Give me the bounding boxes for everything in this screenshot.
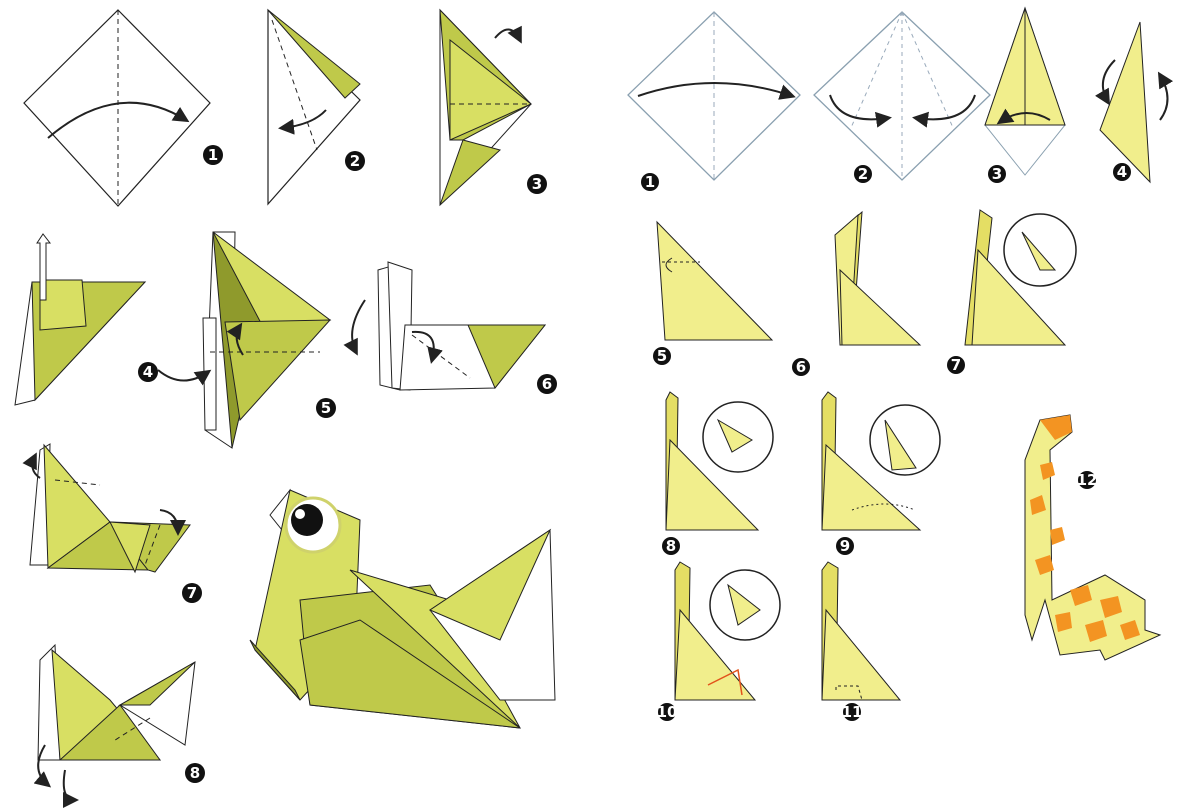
bird-step-1-figure — [24, 10, 210, 206]
svg-text:8: 8 — [190, 764, 200, 782]
bird-step-7-figure — [30, 444, 190, 572]
bird-step-8-figure — [38, 645, 195, 800]
giraffe-step-8-badge: 8 — [662, 537, 680, 555]
giraffe-step-6-figure — [835, 212, 920, 345]
svg-text:4: 4 — [143, 363, 153, 381]
bird-diagram: 1 2 3 — [0, 0, 600, 808]
svg-text:4: 4 — [1117, 163, 1127, 181]
svg-text:8: 8 — [666, 537, 676, 555]
svg-text:3: 3 — [532, 175, 542, 193]
giraffe-step-10-figure — [675, 562, 780, 700]
svg-text:10: 10 — [657, 703, 678, 721]
bird-step-3-figure — [440, 10, 531, 205]
bird-step-1-badge: 1 — [203, 145, 223, 165]
giraffe-step-1-figure — [628, 12, 800, 180]
bird-instructions-panel: 1 2 3 — [0, 0, 600, 808]
bird-step-4-pre-figure — [15, 234, 145, 405]
bird-step-6-badge: 6 — [537, 374, 557, 394]
bird-step-4-badge: 4 — [138, 362, 158, 382]
svg-text:1: 1 — [645, 173, 655, 191]
giraffe-step-7-badge: 7 — [947, 356, 965, 374]
giraffe-step-8-figure — [666, 392, 773, 530]
giraffe-step-4-figure — [1100, 22, 1168, 182]
bird-step-3-badge: 3 — [527, 174, 547, 194]
giraffe-step-3-figure — [985, 8, 1065, 175]
bird-step-8-badge: 8 — [185, 763, 205, 783]
svg-text:6: 6 — [796, 358, 806, 376]
svg-text:11: 11 — [842, 703, 863, 721]
finished-bird — [250, 490, 555, 728]
svg-text:5: 5 — [321, 399, 331, 417]
svg-text:2: 2 — [350, 152, 360, 170]
bird-step-2-figure — [268, 10, 360, 204]
bird-step-2-badge: 2 — [345, 151, 365, 171]
svg-text:2: 2 — [858, 165, 868, 183]
giraffe-step-4-badge: 4 — [1113, 163, 1131, 181]
giraffe-step-11-badge: 11 — [842, 703, 863, 721]
giraffe-step-9-badge: 9 — [836, 537, 854, 555]
svg-text:3: 3 — [992, 165, 1002, 183]
bird-step-6-figure — [352, 262, 545, 390]
giraffe-step-11-figure — [822, 562, 900, 700]
giraffe-step-1-badge: 1 — [641, 173, 659, 191]
bird-step-7-badge: 7 — [182, 583, 202, 603]
finished-giraffe — [1025, 415, 1160, 660]
giraffe-instructions-panel: 1 2 3 4 5 — [600, 0, 1193, 808]
svg-text:9: 9 — [840, 537, 850, 555]
giraffe-step-10-badge: 10 — [657, 703, 678, 721]
giraffe-step-3-badge: 3 — [988, 165, 1006, 183]
giraffe-step-6-badge: 6 — [792, 358, 810, 376]
giraffe-step-9-figure — [822, 392, 940, 530]
svg-text:7: 7 — [187, 584, 197, 602]
svg-text:1: 1 — [208, 146, 218, 164]
svg-text:6: 6 — [542, 375, 552, 393]
giraffe-step-5-badge: 5 — [653, 347, 671, 365]
bird-step-5-badge: 5 — [316, 398, 336, 418]
giraffe-step-7-figure — [965, 210, 1076, 345]
svg-text:7: 7 — [951, 356, 961, 374]
giraffe-step-2-badge: 2 — [854, 165, 872, 183]
bird-step-5-figure — [158, 232, 330, 448]
giraffe-step-5-figure — [657, 222, 772, 340]
giraffe-diagram: 1 2 3 4 5 — [600, 0, 1193, 808]
svg-text:5: 5 — [657, 347, 667, 365]
svg-text:12: 12 — [1077, 471, 1098, 489]
giraffe-step-12-badge: 12 — [1077, 471, 1098, 489]
giraffe-step-2-figure — [814, 12, 990, 180]
